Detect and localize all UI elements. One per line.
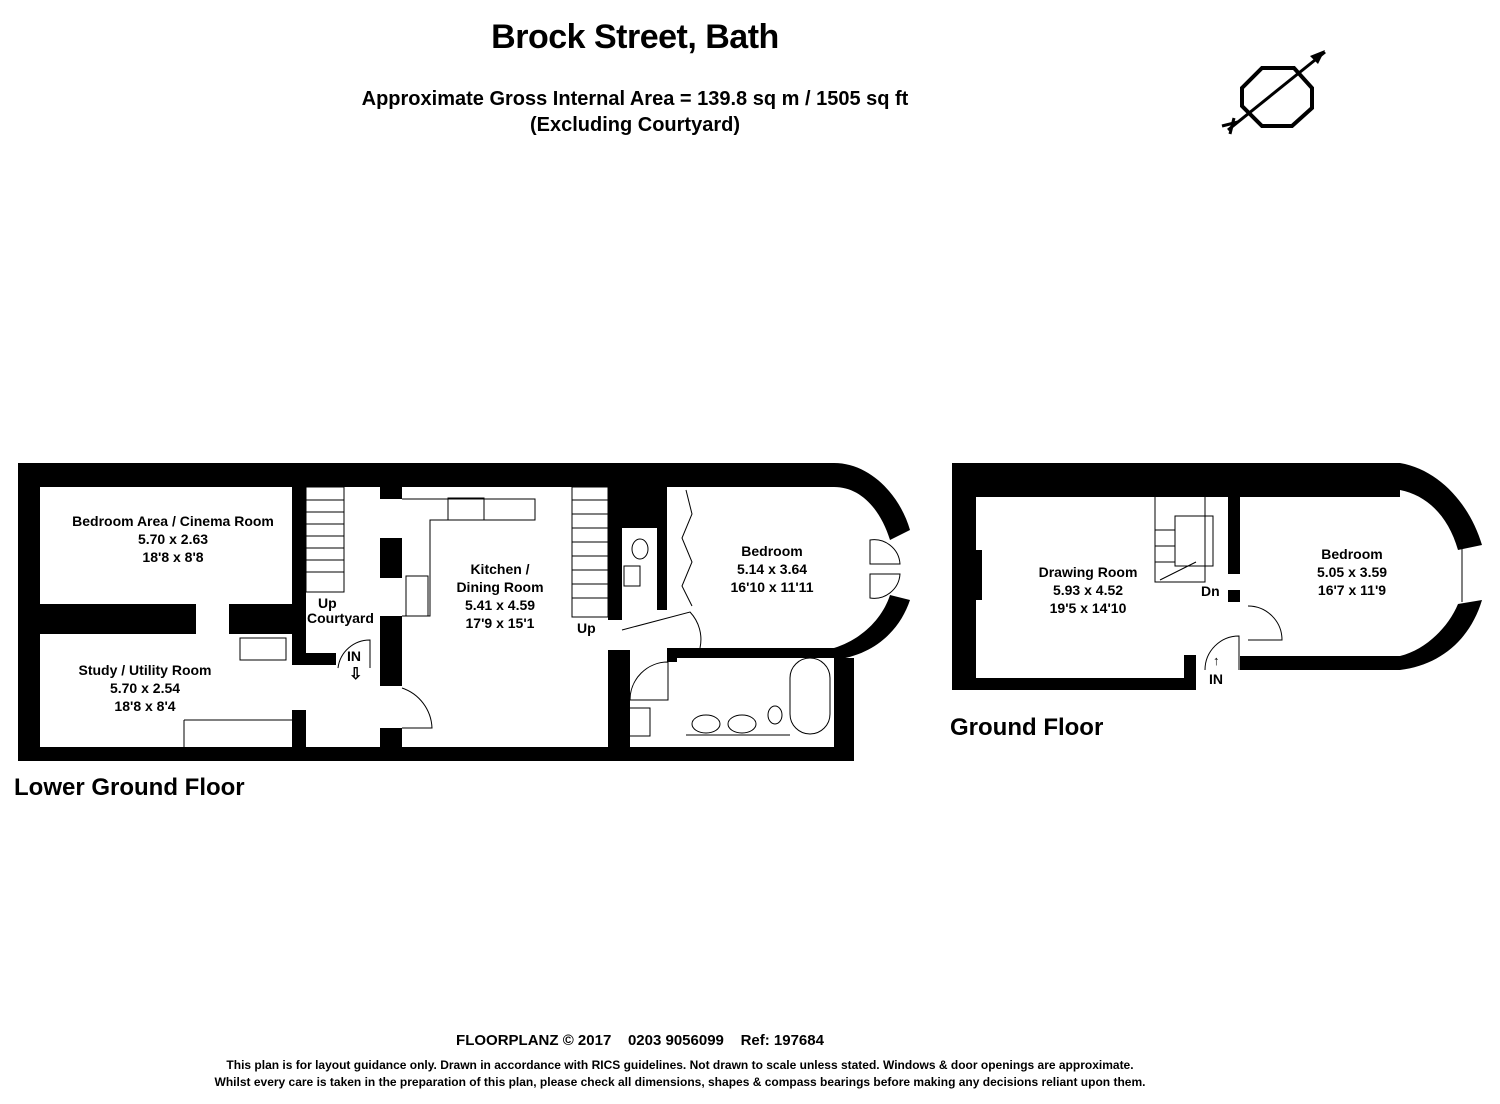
compass-icon xyxy=(1221,50,1326,135)
room-name: Bedroom xyxy=(741,543,803,559)
stairs-up-label: Up xyxy=(318,595,337,611)
room-imperial: 18'8 x 8'8 xyxy=(142,549,204,565)
room-lower-bedroom: Bedroom 5.14 x 3.64 16'10 x 11'11 xyxy=(700,542,844,596)
room-imperial: 16'7 x 11'9 xyxy=(1317,582,1387,598)
room-ground-bedroom: Bedroom 5.05 x 3.59 16'7 x 11'9 xyxy=(1290,545,1414,599)
lower-ground-floor-walls xyxy=(18,463,854,761)
room-imperial: 16'10 x 11'11 xyxy=(730,579,814,595)
ground-bedroom-bay xyxy=(1400,463,1482,670)
room-imperial: 19'5 x 14'10 xyxy=(1049,600,1127,616)
room-study-utility: Study / Utility Room 5.70 x 2.54 18'8 x … xyxy=(40,661,250,715)
gross-area: Approximate Gross Internal Area = 139.8 … xyxy=(361,88,909,110)
footer-credit: FLOORPLANZ © 2017 0203 9056099 Ref: 1976… xyxy=(456,1032,824,1049)
room-imperial: 18'8 x 8'4 xyxy=(114,698,176,714)
ground-floor-label: Ground Floor xyxy=(950,714,1104,741)
plan-title: Brock Street, Bath xyxy=(491,18,779,56)
room-imperial: 17'9 x 15'1 xyxy=(465,615,535,631)
footer-disclaimer-2: Whilst every care is taken in the prepar… xyxy=(214,1075,1146,1089)
room-bedroom-area-cinema: Bedroom Area / Cinema Room 5.70 x 2.63 1… xyxy=(40,512,306,566)
room-metric: 5.05 x 3.59 xyxy=(1316,564,1388,580)
room-metric: 5.93 x 4.52 xyxy=(1052,582,1124,598)
lower-ground-floor-label: Lower Ground Floor xyxy=(14,774,245,801)
courtyard-label: Courtyard xyxy=(307,610,374,626)
room-name: Bedroom xyxy=(1321,546,1383,562)
ground-floor-walls xyxy=(952,463,1400,690)
room-name: Study / Utility Room xyxy=(78,662,212,678)
room-metric: 5.14 x 3.64 xyxy=(736,561,808,577)
room-name-line1: Kitchen / xyxy=(470,561,530,577)
room-name: Bedroom Area / Cinema Room xyxy=(72,513,274,529)
lower-bedroom-bay-lower xyxy=(834,595,910,660)
ground-floor-fixtures xyxy=(959,495,1463,671)
room-drawing-room: Drawing Room 5.93 x 4.52 19'5 x 14'10 xyxy=(1010,563,1166,617)
ground-entrance-label: IN xyxy=(1209,671,1223,687)
room-kitchen-dining: Kitchen / Dining Room 5.41 x 4.59 17'9 x… xyxy=(430,560,570,632)
room-name-line2: Dining Room xyxy=(456,579,544,595)
lower-bedroom-bay xyxy=(834,463,910,540)
room-metric: 5.70 x 2.63 xyxy=(137,531,209,547)
footer-disclaimer-1: This plan is for layout guidance only. D… xyxy=(226,1058,1134,1072)
entrance-up-arrow-icon: ↑ xyxy=(1213,653,1220,668)
room-name: Drawing Room xyxy=(1038,564,1138,580)
entrance-arrow-icon: ⇩ xyxy=(349,666,363,683)
stairs-down-label: Dn xyxy=(1201,583,1220,599)
area-note: (Excluding Courtyard) xyxy=(529,114,740,136)
room-metric: 5.70 x 2.54 xyxy=(109,680,181,696)
lower-ground-fixtures xyxy=(183,486,901,747)
entrance-label: IN xyxy=(347,648,361,664)
kitchen-stairs-up-label: Up xyxy=(577,620,596,636)
room-metric: 5.41 x 4.59 xyxy=(464,597,536,613)
